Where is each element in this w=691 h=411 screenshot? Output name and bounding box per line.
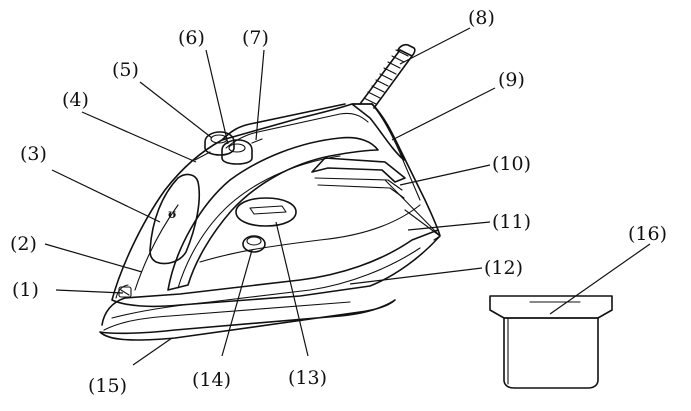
callout-13: (13): [288, 367, 327, 389]
callout-16: (16): [628, 223, 667, 245]
leader-lines: [44, 27, 651, 366]
rear-cover-ribs: [311, 157, 406, 183]
power-cord: [359, 43, 416, 109]
leader-15: [132, 337, 173, 366]
leader-12: [349, 267, 483, 285]
callout-1: (1): [12, 279, 39, 301]
measuring-cup: [489, 295, 613, 389]
cord-guard: [351, 103, 405, 161]
callout-11: (11): [492, 211, 531, 233]
callout-15: (15): [88, 375, 127, 397]
spray-nozzle: [118, 286, 132, 298]
leader-2: [44, 243, 143, 273]
temperature-dial: [235, 197, 297, 227]
leader-6: [205, 49, 229, 145]
callout-12: (12): [484, 257, 523, 279]
leader-10: [399, 164, 491, 186]
steam-iron-illustration: ʊ: [99, 43, 441, 341]
leader-1: [55, 289, 124, 294]
callout-7: (7): [242, 27, 269, 49]
soleplate: [99, 299, 396, 341]
callout-3: (3): [20, 143, 47, 165]
leader-7: [255, 49, 265, 141]
burst-of-steam-button: [221, 139, 253, 165]
callout-8: (8): [468, 7, 495, 29]
leader-11: [407, 221, 491, 231]
leader-9: [391, 87, 496, 141]
leader-16: [549, 243, 651, 315]
leader-3: [51, 169, 161, 223]
callout-2: (2): [10, 233, 37, 255]
leader-4: [81, 111, 197, 163]
callout-5: (5): [112, 59, 139, 81]
callout-6: (6): [178, 27, 205, 49]
leader-8: [399, 27, 471, 65]
body-skirt: [101, 229, 439, 326]
callout-14: (14): [192, 369, 231, 391]
water-window: [149, 173, 201, 265]
leader-5: [139, 81, 213, 139]
leader-13: [275, 221, 309, 357]
callout-9: (9): [498, 69, 525, 91]
callout-labels: (1) (2) (3) (4) (5) (6) (7) (8) (9) (10)…: [10, 7, 667, 397]
callout-4: (4): [62, 89, 89, 111]
callout-10: (10): [492, 153, 531, 175]
leader-14: [221, 249, 253, 357]
steam-selector-knob: [242, 235, 266, 253]
handle-grip-opening: [167, 136, 379, 291]
